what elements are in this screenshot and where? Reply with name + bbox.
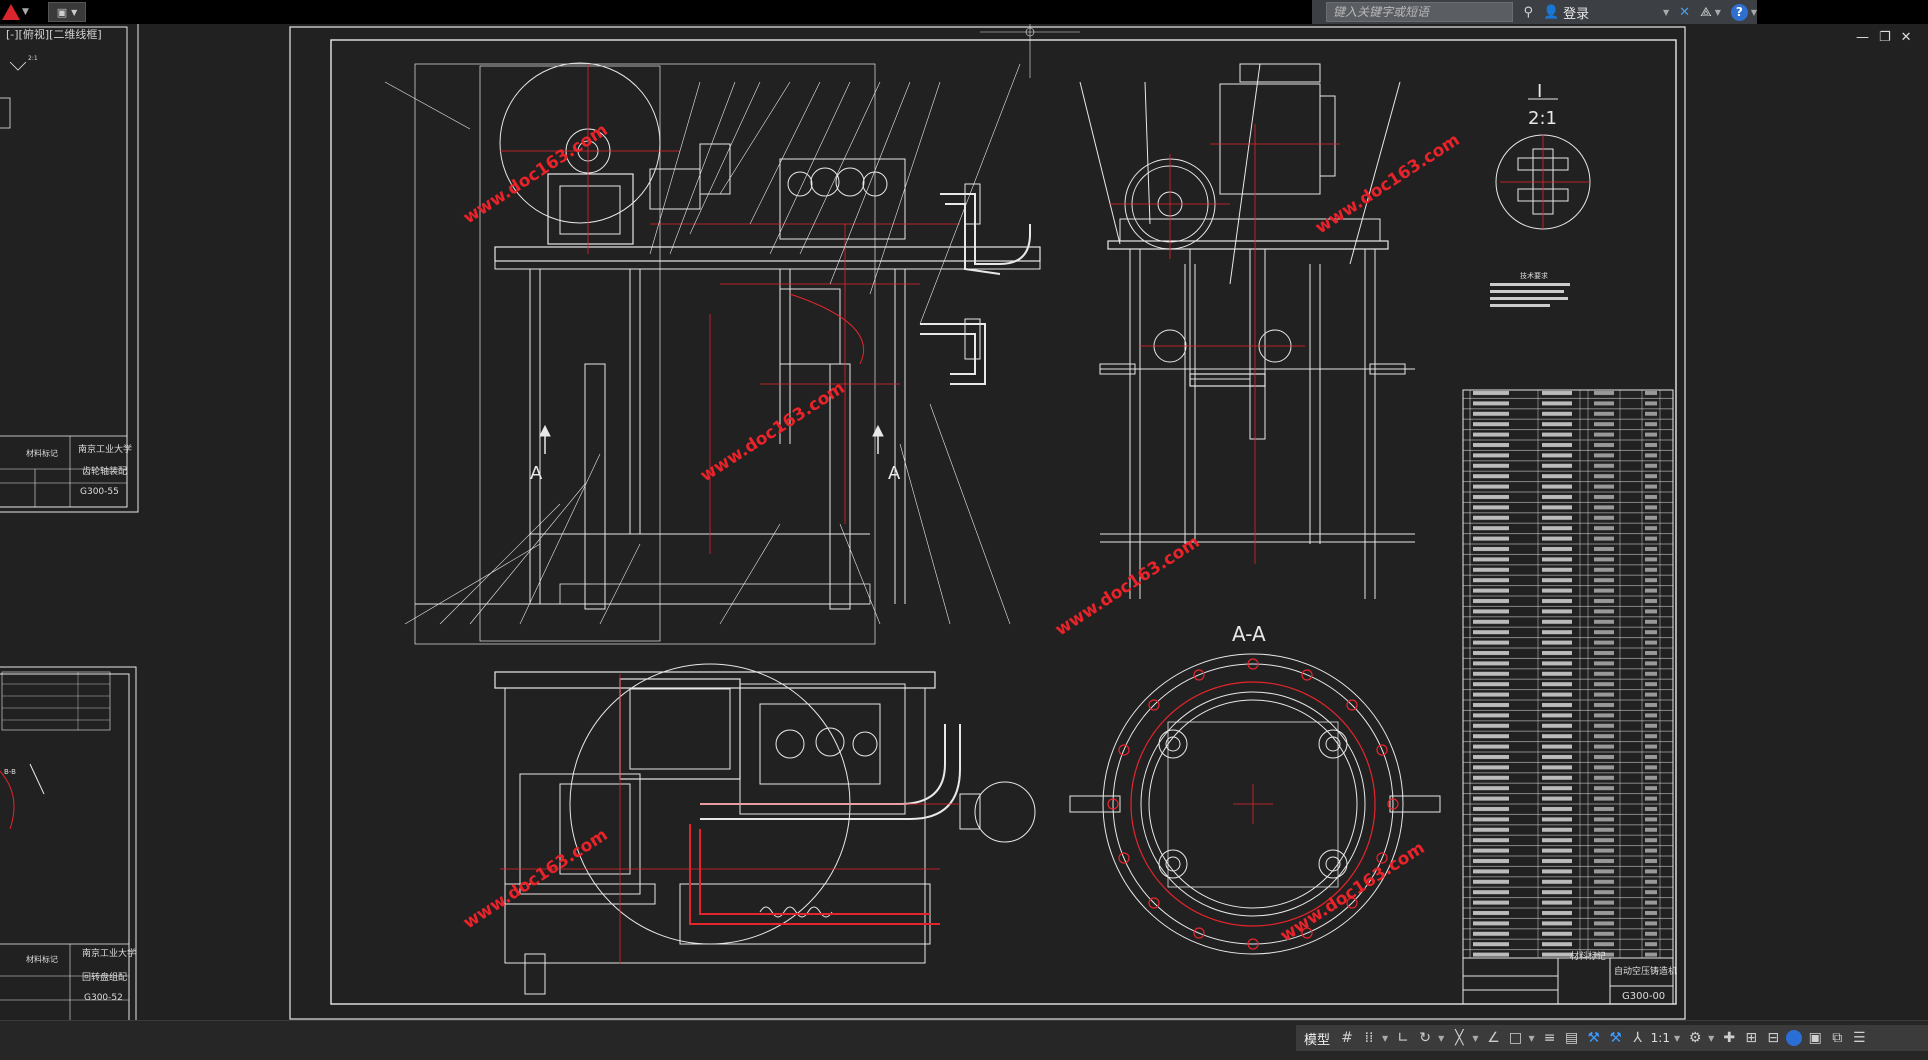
help-icon: ? xyxy=(1730,3,1748,21)
viewport-label[interactable]: [-][俯视][二维线框] xyxy=(6,27,102,41)
annotation-visibility-icon[interactable]: ⅄ xyxy=(1633,1030,1642,1046)
left-sheet-top xyxy=(0,24,139,513)
side-view xyxy=(1079,63,1415,599)
lock-ui-icon[interactable] xyxy=(1786,1030,1803,1046)
left-sheet-bottom xyxy=(0,666,137,1024)
front-view: A A xyxy=(414,62,1041,645)
help-button[interactable]: ?▼ xyxy=(1730,3,1757,21)
search-input[interactable] xyxy=(1326,2,1514,22)
chevron-down-icon[interactable]: ▼ xyxy=(1673,1033,1681,1043)
quick-properties-icon[interactable]: ⊟ xyxy=(1767,1030,1780,1046)
section-marker-right: A xyxy=(888,463,901,484)
parts-list-table xyxy=(1462,389,1674,959)
snap-icon[interactable]: ⁞⁞ xyxy=(1364,1030,1374,1046)
sign-in-label: 登录 xyxy=(1563,6,1590,22)
front-view-leaders xyxy=(384,63,1021,625)
left-sheet-bottom-title: 回转盘组配 xyxy=(82,971,127,983)
side-view-centerlines xyxy=(1110,124,1340,564)
plan-view-centerlines xyxy=(500,674,960,964)
chevron-down-icon: ▼ xyxy=(1750,7,1757,17)
status-bar-controls: 模型 # ⁞⁞ ▼ ∟ ↻ ▼ ╳ ▼ ∠ □ ▼ ≡ ▤ ⚒ ⚒ ⅄ 1:1 … xyxy=(1296,1025,1928,1051)
title-block-code: G300-00 xyxy=(1622,991,1665,1002)
close-icon[interactable]: ✕ xyxy=(1900,30,1912,45)
title-block-mark: 材料标记 xyxy=(1570,950,1606,962)
detail-i-label: I xyxy=(1537,81,1542,102)
title-block-name: 自动空压铸造机 xyxy=(1614,965,1677,977)
infocenter-bar: ⚲ 👤 登录 ▼ ✕ ⟁▼ ?▼ xyxy=(1312,0,1757,24)
chevron-down-icon[interactable]: ▼ xyxy=(1382,1033,1389,1043)
isodraft-icon[interactable]: ╳ xyxy=(1455,1030,1464,1046)
sign-in-button[interactable]: 👤 登录 ▼ xyxy=(1543,3,1669,22)
left-sheet-top-mark: 材料标记 xyxy=(26,448,58,458)
grid-icon[interactable]: # xyxy=(1341,1030,1353,1046)
main-sheet-frame xyxy=(289,24,1686,1020)
section-marker-left: A xyxy=(530,463,543,484)
polar-tracking-icon[interactable]: ↻ xyxy=(1419,1030,1432,1046)
section-a-a xyxy=(1069,653,1441,955)
autocad-logo-icon xyxy=(2,4,20,20)
workspace-icon: ▣ xyxy=(56,5,68,19)
left-sheet-top-scale: 2:1 xyxy=(28,55,38,62)
clean-screen-icon[interactable]: ⧉ xyxy=(1832,1030,1843,1046)
annotation-scale-auto-icon[interactable]: ⚒ xyxy=(1609,1030,1622,1046)
workspace-gear-icon[interactable]: ⚙ xyxy=(1688,1030,1702,1046)
annotation-scale-label[interactable]: 1:1 xyxy=(1650,1031,1670,1045)
watermark-5: www.doc163.com xyxy=(460,825,612,933)
title-bar: ▼ ▣ ▼ ⚲ 👤 登录 ▼ ✕ ⟁▼ ?▼ xyxy=(0,0,1928,24)
quick-access-toolbar[interactable]: ▣ ▼ xyxy=(48,2,86,22)
title-block xyxy=(1462,957,1674,1005)
a360-icon: ⟁ xyxy=(1700,4,1712,20)
tech-req-title: 技术要求 xyxy=(1520,271,1548,280)
chevron-down-icon: ▼ xyxy=(1663,7,1670,17)
restore-icon[interactable]: ❐ xyxy=(1879,30,1891,45)
plan-view xyxy=(494,663,1036,995)
autodesk-a360-button[interactable]: ⟁▼ xyxy=(1700,5,1721,20)
annotate-monitor-icon[interactable]: ✚ xyxy=(1723,1030,1736,1046)
infer-constraints-icon[interactable]: ∟ xyxy=(1397,1030,1410,1046)
object-snap-icon[interactable]: □ xyxy=(1508,1030,1523,1046)
transparency-icon[interactable]: ▤ xyxy=(1565,1030,1579,1046)
annotation-monitor-icon[interactable]: ⚒ xyxy=(1587,1030,1600,1046)
drawing-canvas[interactable]: [-][俯视][二维线框] 2:1 材料标记 南京工业大学 齿轮轴装配 G300… xyxy=(0,24,1928,1024)
left-sheet-bottom-mark: 材料标记 xyxy=(26,954,58,964)
left-sheet-bottom-detail: B-B xyxy=(4,768,16,776)
technical-requirements: 技术要求 xyxy=(1490,271,1570,307)
graphics-performance-icon[interactable]: ▣ xyxy=(1808,1030,1822,1046)
detail-i-centerline xyxy=(1500,134,1590,229)
user-icon: 👤 xyxy=(1542,4,1560,20)
left-sheet-top-school: 南京工业大学 xyxy=(78,443,132,455)
model-space-toggle[interactable]: 模型 xyxy=(1304,1032,1331,1048)
chevron-down-icon: ▼ xyxy=(1714,7,1721,17)
chevron-down-icon: ▼ xyxy=(22,7,29,17)
front-view-centerlines xyxy=(500,64,960,554)
chevron-down-icon: ▼ xyxy=(71,7,78,17)
watermark-4: www.doc163.com xyxy=(1052,532,1204,640)
left-sheet-bottom-school: 南京工业大学 xyxy=(82,947,136,959)
units-icon[interactable]: ⊞ xyxy=(1745,1030,1758,1046)
document-window-controls: — ❐ ✕ xyxy=(1856,30,1912,45)
minimize-icon[interactable]: — xyxy=(1856,30,1869,45)
left-sheet-top-code: G300-55 xyxy=(80,487,119,497)
watermark-3: www.doc163.com xyxy=(697,378,849,486)
section-a-a-label: A-A xyxy=(1232,622,1266,646)
lineweight-icon[interactable]: ≡ xyxy=(1543,1030,1556,1046)
left-sheet-bottom-code: G300-52 xyxy=(84,993,123,1003)
chevron-down-icon[interactable]: ▼ xyxy=(1708,1033,1715,1043)
left-sheet-top-title: 齿轮轴装配 xyxy=(82,465,127,477)
status-bar: 模型 # ⁞⁞ ▼ ∟ ↻ ▼ ╳ ▼ ∠ □ ▼ ≡ ▤ ⚒ ⚒ ⅄ 1:1 … xyxy=(0,1020,1928,1060)
binoculars-icon[interactable]: ⚲ xyxy=(1523,4,1533,20)
object-snap-tracking-icon[interactable]: ∠ xyxy=(1487,1030,1500,1046)
section-a-a-red xyxy=(1107,658,1399,950)
exchange-x-icon: ✕ xyxy=(1679,4,1691,20)
customization-menu-icon[interactable]: ☰ xyxy=(1852,1030,1866,1046)
chevron-down-icon[interactable]: ▼ xyxy=(1472,1033,1479,1043)
application-menu-button[interactable]: ▼ xyxy=(2,2,42,22)
chevron-down-icon[interactable]: ▼ xyxy=(1438,1033,1445,1043)
exchange-apps-button[interactable]: ✕ xyxy=(1679,5,1690,20)
detail-i-scale: 2:1 xyxy=(1528,108,1557,129)
chevron-down-icon[interactable]: ▼ xyxy=(1528,1033,1535,1043)
